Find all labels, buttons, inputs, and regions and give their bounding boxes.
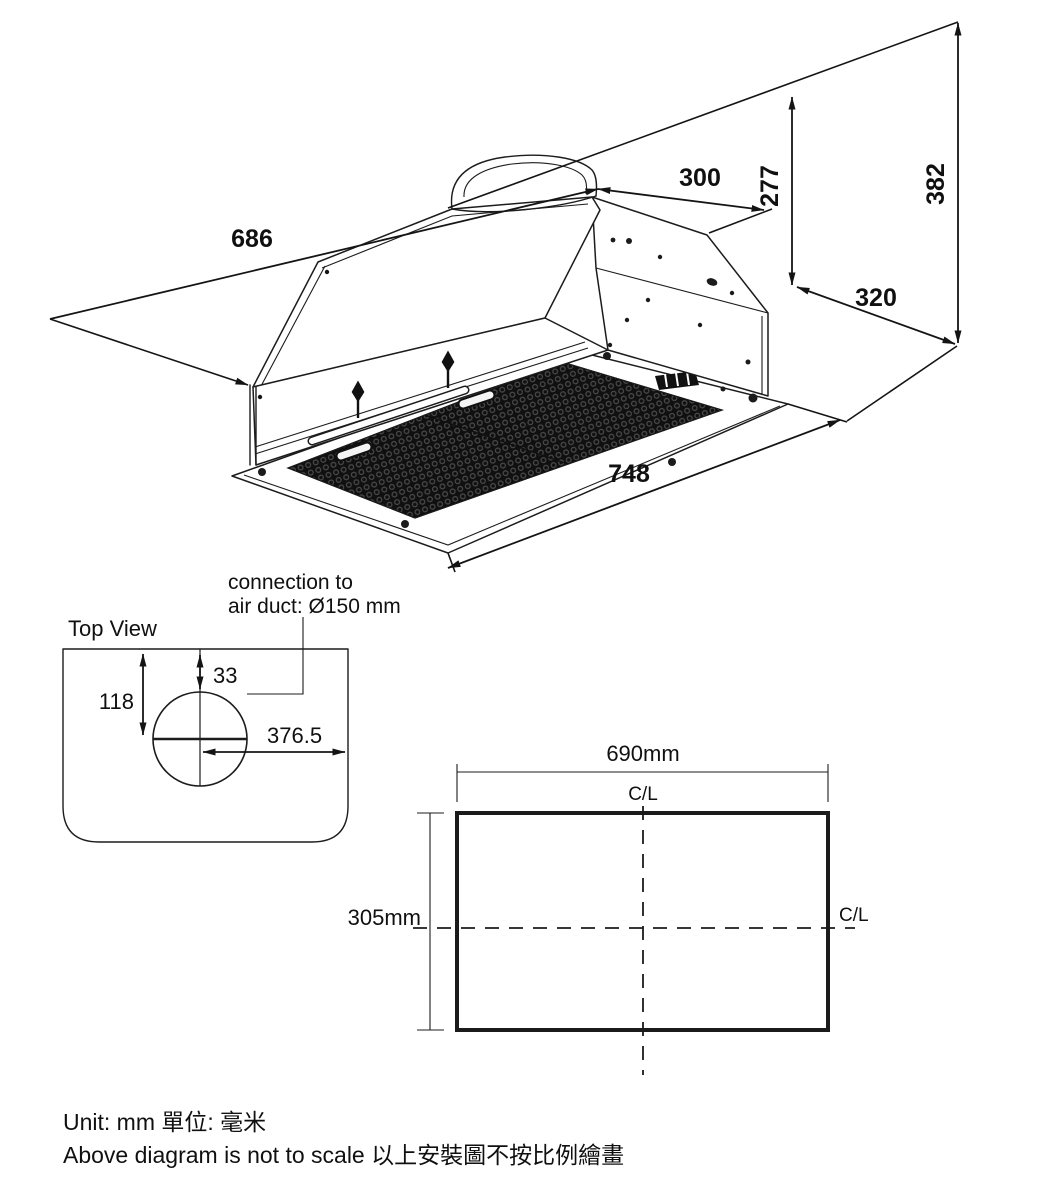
centerline-top-label: C/L xyxy=(628,784,658,805)
centerline-side-label: C/L xyxy=(839,905,869,926)
top-view-title: Top View xyxy=(68,616,157,641)
dim-277-label: 277 xyxy=(756,165,784,207)
iso-dimensions: 686 300 277 320 382 748 xyxy=(49,21,962,573)
top-view: connection to air duct: Ø150 mm Top View… xyxy=(62,571,401,843)
rear-wall xyxy=(591,196,769,397)
dim-376-label: 376.5 xyxy=(267,723,322,748)
filter-handle xyxy=(335,389,496,462)
dim-118-label: 118 xyxy=(99,689,134,714)
dim-382-label: 382 xyxy=(922,163,950,205)
duct-note-line1: connection to xyxy=(228,571,353,594)
dim-690-label: 690mm xyxy=(606,741,679,766)
scale-note: Above diagram is not to scale 以上安裝圖不按比例繪… xyxy=(63,1142,624,1168)
cutout-height-dim: 305mm xyxy=(348,812,444,1031)
cutout-rectangle xyxy=(455,811,830,1032)
dim-686-label: 686 xyxy=(231,225,273,253)
dim-320-label: 320 xyxy=(855,284,897,312)
dim-305-label: 305mm xyxy=(348,905,421,930)
dim-33-label: 33 xyxy=(213,663,237,688)
duct-note-line2: air duct: Ø150 mm xyxy=(228,595,401,618)
cutout-view: 690mm 305mm C/L C/L xyxy=(348,741,869,1075)
front-band xyxy=(249,317,609,466)
top-view-outline xyxy=(62,648,349,843)
dim-300-label: 300 xyxy=(679,164,721,192)
mounting-screw xyxy=(351,350,455,418)
control-strip xyxy=(655,371,699,390)
isometric-view: 686 300 277 320 382 748 xyxy=(49,21,962,573)
footer-notes: Unit: mm 單位: 毫米 Above diagram is not to … xyxy=(63,1109,624,1168)
duct-collar xyxy=(450,154,598,213)
wall-holes xyxy=(607,237,751,392)
duct-circle xyxy=(152,649,248,787)
dim-748-label: 748 xyxy=(608,460,650,488)
cutout-width-dim: 690mm xyxy=(456,741,829,802)
duct-leader-line xyxy=(247,617,304,695)
centerlines xyxy=(413,806,855,1075)
unit-note: Unit: mm 單位: 毫米 xyxy=(63,1109,266,1135)
